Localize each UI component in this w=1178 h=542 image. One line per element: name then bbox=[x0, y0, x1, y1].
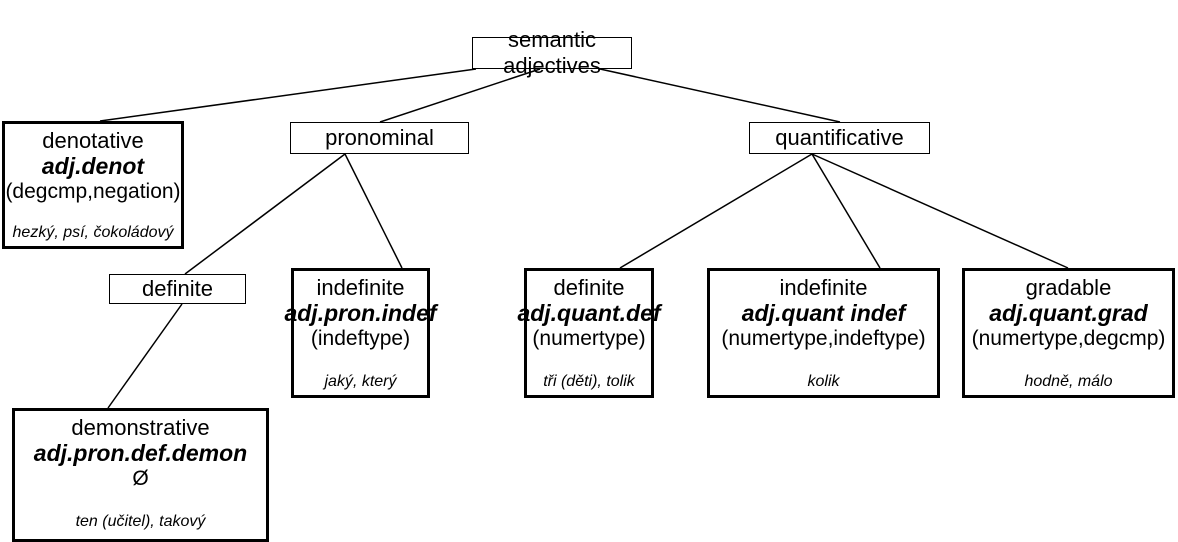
node-attributes: Ø bbox=[132, 467, 149, 490]
node-demonstrative: demonstrative adj.pron.def.demon Ø ten (… bbox=[12, 408, 269, 542]
edge-root-quantificative bbox=[599, 68, 841, 123]
node-label: indefinite bbox=[316, 275, 405, 300]
edge-pronominal-indefinite bbox=[344, 153, 403, 269]
node-code: adj.quant indef bbox=[741, 300, 906, 326]
node-semantic-adjectives: semantic adjectives bbox=[472, 27, 632, 78]
node-code: adj.quant.grad bbox=[989, 300, 1148, 326]
edge-definite-demonstrative bbox=[107, 303, 183, 409]
node-pron-definite: definite bbox=[109, 274, 246, 304]
node-examples: tři (děti), tolik bbox=[543, 373, 635, 390]
edge-quant-gradable bbox=[811, 153, 1069, 269]
node-label: definite bbox=[553, 275, 625, 300]
node-label: quantificative bbox=[775, 125, 904, 150]
node-gradable: gradable adj.quant.grad (numertype,degcm… bbox=[962, 268, 1175, 398]
node-attributes: (numertype,degcmp) bbox=[971, 327, 1166, 350]
node-quant-indefinite: indefinite adj.quant indef (numertype,in… bbox=[707, 268, 940, 398]
edge-root-denotative bbox=[99, 68, 477, 122]
node-label: semantic adjectives bbox=[503, 27, 601, 78]
node-attributes: (numertype,indeftype) bbox=[721, 327, 926, 350]
node-label: pronominal bbox=[325, 125, 434, 150]
node-examples: hodně, málo bbox=[1024, 373, 1113, 390]
node-pronominal: pronominal bbox=[290, 122, 469, 154]
node-attributes: (indeftype) bbox=[310, 327, 411, 350]
node-attributes: (numertype) bbox=[532, 327, 646, 350]
node-label: demonstrative bbox=[71, 415, 210, 440]
node-code: adj.quant.def bbox=[517, 300, 661, 326]
edge-quant-definite bbox=[619, 153, 813, 269]
node-code: adj.denot bbox=[41, 153, 145, 179]
edge-pronominal-definite bbox=[184, 153, 346, 275]
edge-quant-indefinite bbox=[811, 153, 881, 269]
node-examples: ten (učitel), takový bbox=[75, 513, 206, 530]
node-label: indefinite bbox=[779, 275, 868, 300]
node-code: adj.pron.indef bbox=[284, 300, 437, 326]
node-quantificative: quantificative bbox=[749, 122, 930, 154]
node-label: denotative bbox=[42, 128, 144, 153]
node-examples: hezký, psí, čokoládový bbox=[12, 224, 174, 241]
node-quant-definite: definite adj.quant.def (numertype) tři (… bbox=[517, 268, 661, 398]
edge-root-pronominal bbox=[379, 68, 541, 123]
node-label: gradable bbox=[1025, 275, 1112, 300]
node-examples: jaký, který bbox=[324, 373, 397, 390]
node-attributes: (degcmp,negation) bbox=[5, 180, 181, 203]
node-denotative: denotative adj.denot (degcmp,negation) h… bbox=[2, 121, 184, 249]
node-pron-indefinite: indefinite adj.pron.indef (indeftype) ja… bbox=[284, 268, 437, 398]
node-examples: kolik bbox=[807, 373, 840, 390]
node-code: adj.pron.def.demon bbox=[33, 440, 248, 466]
node-label: definite bbox=[142, 276, 213, 301]
